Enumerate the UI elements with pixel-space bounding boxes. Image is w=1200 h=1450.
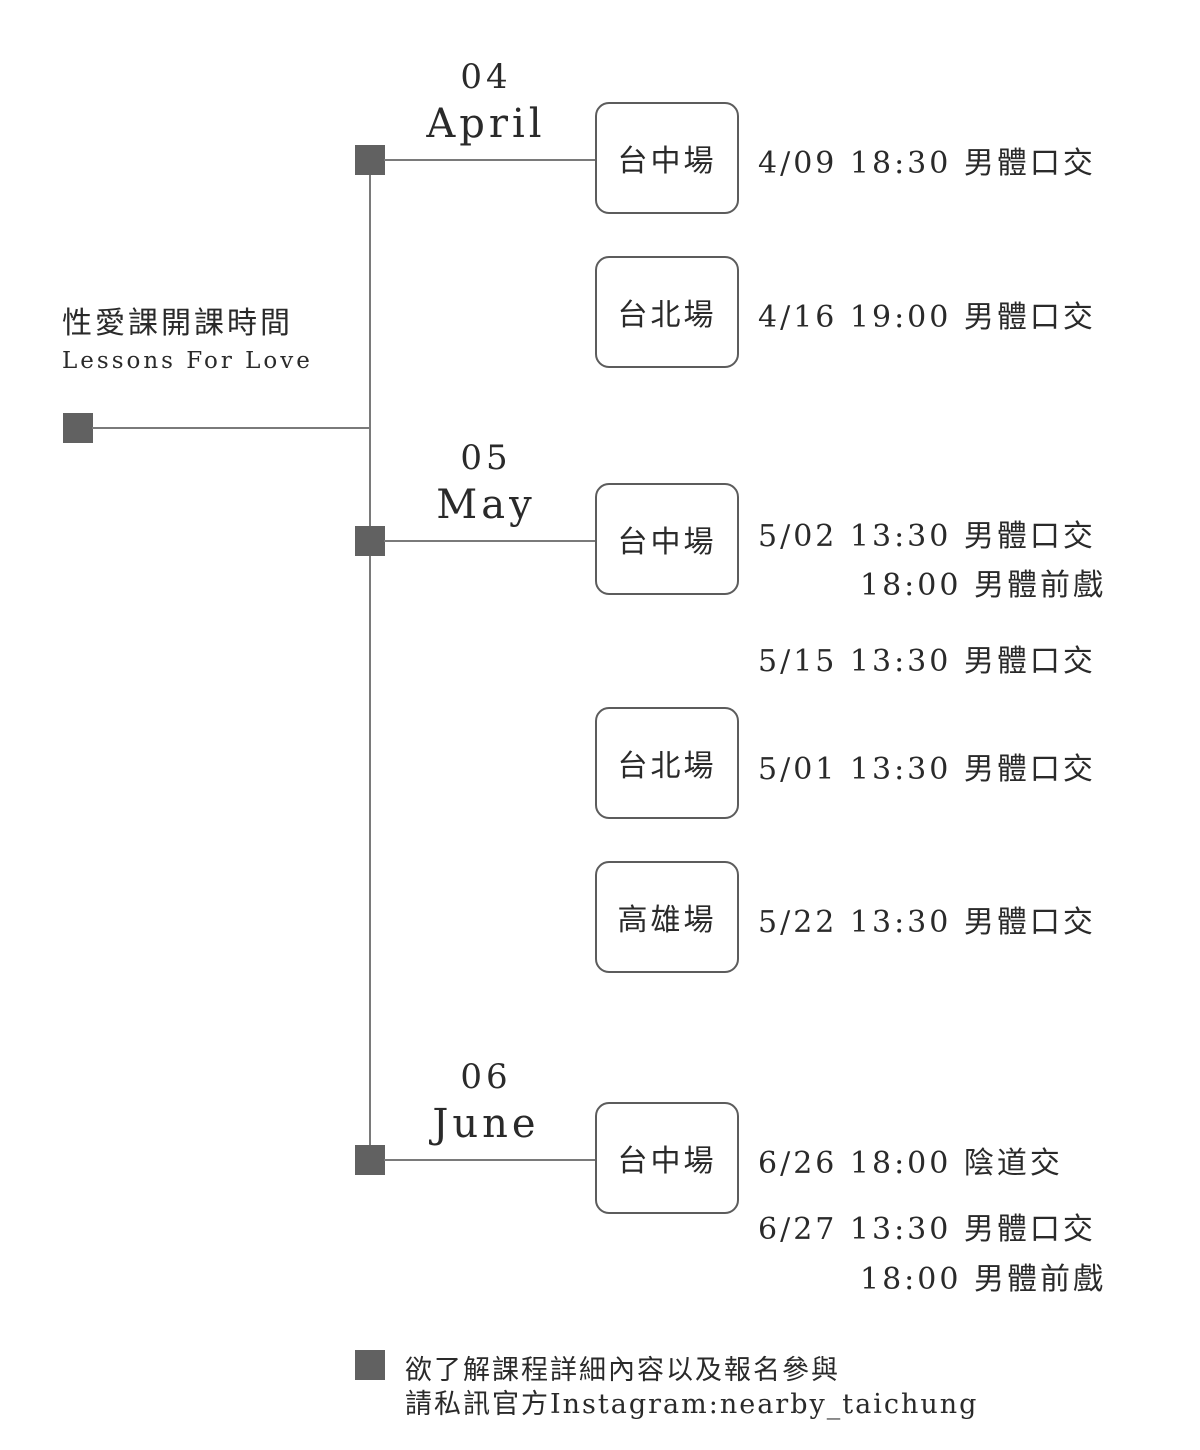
may-month-name: May (436, 482, 536, 528)
june-month-number: 06 (460, 1057, 512, 1097)
may-connector (384, 540, 596, 542)
june-node-marker (355, 1145, 385, 1175)
venue-label: 高雄場 (617, 903, 717, 938)
june-taichung-schedule-3: 18:00 男體前戲 (860, 1262, 1106, 1297)
may-kaohsiung-venue: 高雄場 (595, 861, 739, 973)
april-month-number: 04 (460, 57, 512, 97)
root-connector (92, 427, 371, 429)
april-taichung-venue: 台中場 (595, 102, 739, 214)
june-taichung-schedule-1: 6/26 18:00 陰道交 (758, 1146, 1063, 1181)
may-taichung-venue: 台中場 (595, 483, 739, 595)
root-node-marker (63, 413, 93, 443)
timeline-spine (369, 160, 371, 1160)
may-taichung-schedule-1: 5/02 13:30 男體口交 (758, 519, 1096, 554)
may-taipei-schedule-1: 5/01 13:30 男體口交 (758, 752, 1096, 787)
may-taipei-venue: 台北場 (595, 707, 739, 819)
may-taichung-schedule-3: 5/15 13:30 男體口交 (758, 644, 1096, 679)
april-taipei-venue: 台北場 (595, 256, 739, 368)
venue-label: 台中場 (617, 144, 717, 179)
footer-line-1: 欲了解課程詳細內容以及報名參與 (405, 1355, 840, 1386)
june-taichung-schedule-2: 6/27 13:30 男體口交 (758, 1212, 1096, 1247)
venue-label: 台北場 (617, 749, 717, 784)
may-taichung-schedule-2: 18:00 男體前戲 (860, 568, 1106, 603)
april-month-name: April (426, 101, 546, 147)
april-node-marker (355, 145, 385, 175)
venue-label: 台中場 (617, 525, 717, 560)
june-taichung-venue: 台中場 (595, 1102, 739, 1214)
june-month-name: June (432, 1101, 540, 1147)
footer-line-2: 請私訊官方Instagram:nearby_taichung (405, 1389, 979, 1420)
may-node-marker (355, 526, 385, 556)
april-connector (384, 159, 596, 161)
footer-marker (355, 1350, 385, 1380)
april-taichung-schedule-1: 4/09 18:30 男體口交 (758, 146, 1096, 181)
chart-subtitle: Lessons For Love (62, 348, 313, 374)
june-connector (384, 1159, 596, 1161)
may-kaohsiung-schedule-1: 5/22 13:30 男體口交 (758, 905, 1096, 940)
venue-label: 台中場 (617, 1144, 717, 1179)
venue-label: 台北場 (617, 298, 717, 333)
chart-title: 性愛課開課時間 (62, 306, 293, 341)
may-month-number: 05 (460, 438, 512, 478)
april-taipei-schedule-1: 4/16 19:00 男體口交 (758, 300, 1096, 335)
